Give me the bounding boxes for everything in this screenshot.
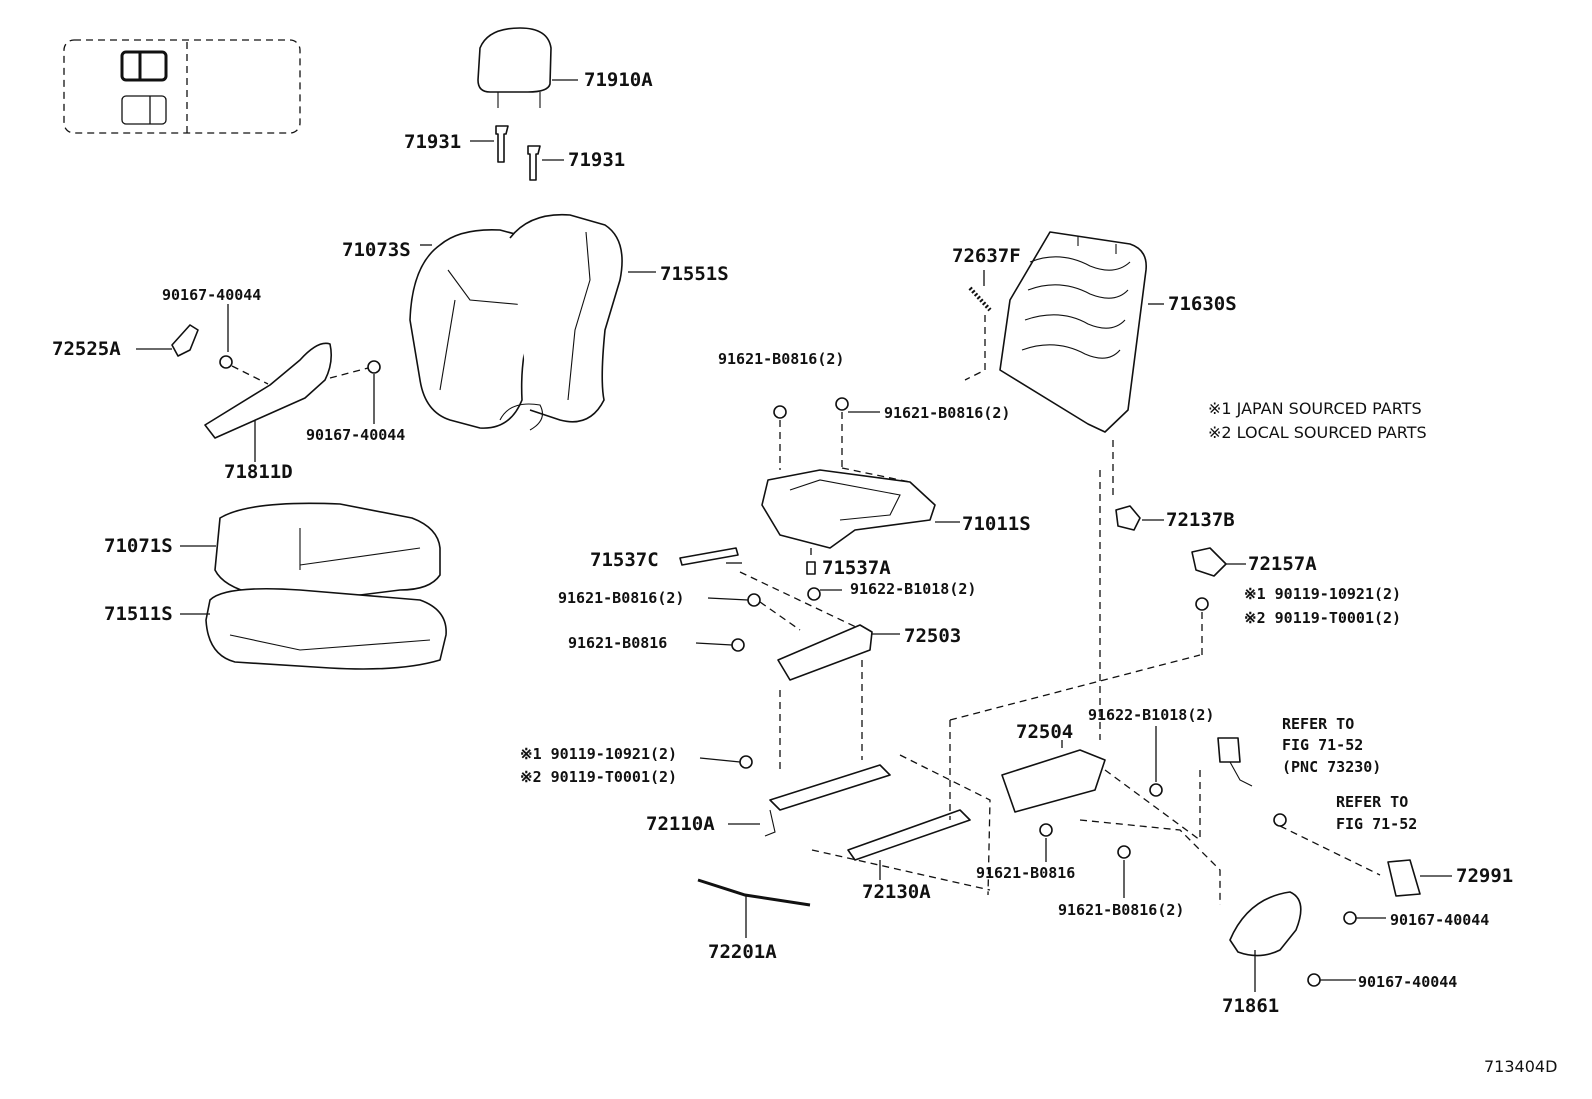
label-71071S: 71071S — [104, 535, 173, 557]
seat-cushion-drawing — [180, 502, 447, 670]
seatback-cover-drawing — [409, 213, 656, 431]
label-72137B: 72137B — [1166, 509, 1235, 531]
label-90167-mid: 90167-40044 — [306, 426, 405, 444]
label-91621-bot2: 91621-B0816(2) — [1058, 901, 1184, 919]
label-90119-a1: ※1 90119-10921(2) — [1244, 585, 1401, 603]
label-91621-l2: 91621-B0816 — [568, 634, 667, 652]
label-71073S: 71073S — [342, 239, 411, 261]
label-90167-br1: 90167-40044 — [1390, 911, 1489, 929]
cushion-frame-drawing — [761, 397, 960, 575]
label-72157A: 72157A — [1248, 553, 1317, 575]
label-refer1-b: FIG 71-52 — [1282, 736, 1363, 754]
note-local-sourced: ※2 LOCAL SOURCED PARTS — [1208, 423, 1427, 442]
label-71551S: 71551S — [660, 263, 729, 285]
label-91621-top1: 91621-B0816(2) — [718, 350, 844, 368]
label-72991: 72991 — [1456, 865, 1513, 887]
label-72201A: 72201A — [708, 941, 777, 963]
adjuster-drawing — [679, 470, 1246, 938]
label-90167-top: 90167-40044 — [162, 286, 261, 304]
headrest-guide-drawing — [470, 125, 564, 181]
figure-code: 713404D — [1484, 1057, 1557, 1076]
label-91622-b2: 91622-B1018(2) — [1088, 706, 1214, 724]
label-refer1-a: REFER TO — [1282, 715, 1354, 733]
label-71910A: 71910A — [584, 69, 653, 91]
label-refer2-b: FIG 71-52 — [1336, 815, 1417, 833]
label-72637F: 72637F — [952, 245, 1021, 267]
headrest-drawing — [477, 27, 578, 108]
label-90119-b1: ※1 90119-10921(2) — [520, 745, 677, 763]
label-71537A: 71537A — [822, 557, 891, 579]
label-72110A: 72110A — [646, 813, 715, 835]
label-91622-b1: 91622-B1018(2) — [850, 580, 976, 598]
label-71931-right: 71931 — [568, 149, 625, 171]
label-71811D: 71811D — [224, 461, 293, 483]
note-japan-sourced: ※1 JAPAN SOURCED PARTS — [1208, 399, 1422, 418]
label-71511S: 71511S — [104, 603, 173, 625]
label-91621-l1: 91621-B0816(2) — [558, 589, 684, 607]
label-72525A: 72525A — [52, 338, 121, 360]
label-90167-br2: 90167-40044 — [1358, 973, 1457, 991]
label-refer2-a: REFER TO — [1336, 793, 1408, 811]
seat-position-legend — [63, 39, 301, 134]
label-71861: 71861 — [1222, 995, 1279, 1017]
label-91621-top2: 91621-B0816(2) — [884, 404, 1010, 422]
label-72504: 72504 — [1016, 721, 1073, 743]
leader-lines — [695, 562, 842, 763]
seatback-frame-drawing — [964, 231, 1164, 500]
side-cover-drawing — [136, 304, 381, 462]
label-72503: 72503 — [904, 625, 961, 647]
part-labels: 71910A 71931 71931 71073S 71551S 90167-4… — [52, 69, 1557, 1076]
label-91621-bot1: 91621-B0816 — [976, 864, 1075, 882]
label-72130A: 72130A — [862, 881, 931, 903]
label-90119-a2: ※2 90119-T0001(2) — [1244, 609, 1401, 627]
label-refer1-c: (PNC 73230) — [1282, 758, 1381, 776]
label-71630S: 71630S — [1168, 293, 1237, 315]
label-71011S: 71011S — [962, 513, 1031, 535]
buckle-drawing — [1199, 737, 1452, 992]
label-90119-b2: ※2 90119-T0001(2) — [520, 768, 677, 786]
label-71537C: 71537C — [590, 549, 659, 571]
label-71931-left: 71931 — [404, 131, 461, 153]
